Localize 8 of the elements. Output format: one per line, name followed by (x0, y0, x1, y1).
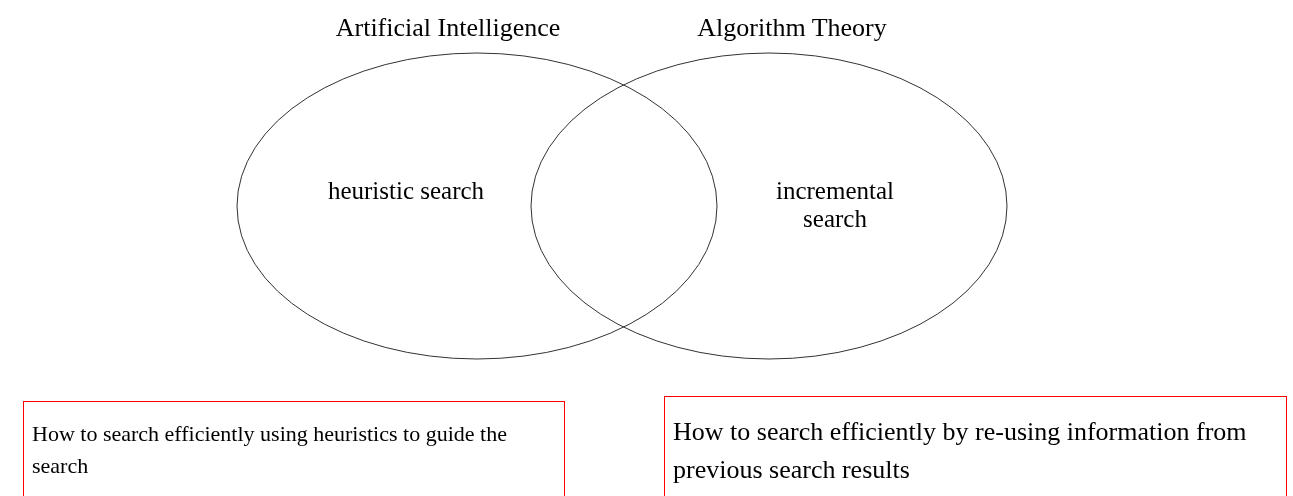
note-box (664, 396, 1287, 496)
note-text: How to search efficiently by re-using information from previous search results (673, 416, 1248, 486)
note-box (23, 401, 565, 496)
set-label: incremental search (775, 177, 895, 233)
set-title: Algorithm Theory (697, 12, 887, 44)
set-label: heuristic search (326, 177, 486, 205)
set-title: Artificial Intelligence (335, 12, 561, 44)
note-text: How to search efficiently using heuristics to guide the search (32, 420, 508, 480)
